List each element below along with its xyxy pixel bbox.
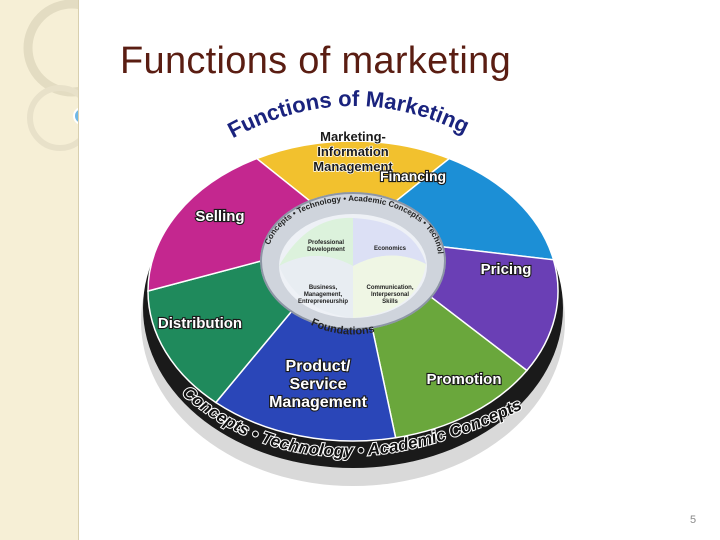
slide-title: Functions of marketing — [120, 40, 511, 83]
segment-label-pricing: Pricing — [481, 261, 532, 278]
decorative-rings-icon — [0, 0, 78, 540]
page-number: 5 — [690, 514, 696, 526]
segment-label-selling: Selling — [195, 208, 244, 225]
segment-label-distribution: Distribution — [158, 315, 242, 332]
hub-label-economics: Economics — [374, 246, 407, 252]
decorative-side-band — [0, 0, 79, 540]
segment-label-promotion: Promotion — [427, 371, 502, 388]
segment-label-financing: Financing — [380, 168, 446, 184]
